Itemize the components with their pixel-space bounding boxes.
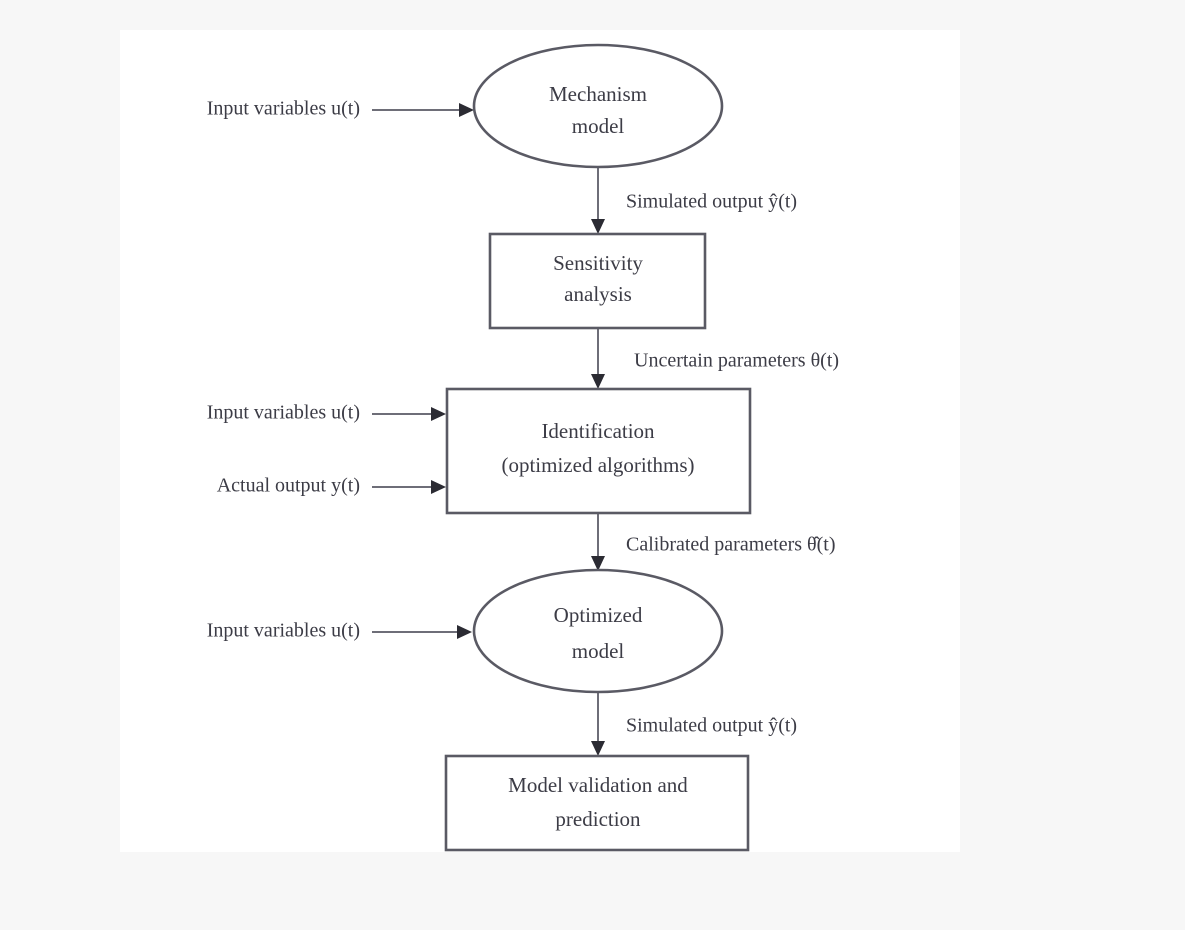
node-model-validation-line1: Model validation and <box>508 773 688 797</box>
node-identification[interactable] <box>445 387 752 515</box>
arrowhead-input-to-identification <box>431 407 446 421</box>
node-optimized-model-line1: Optimized <box>554 603 643 627</box>
edge-label-calibrated-parameters: Calibrated parameters θ̂(t) <box>626 534 835 556</box>
arrowhead-input-to-optimized <box>457 625 472 639</box>
node-mechanism-model-line1: Mechanism <box>549 82 647 106</box>
edge-label-simulated-output-2: Simulated output ŷ(t) <box>626 715 797 737</box>
node-identification-line2: (optimized algorithms) <box>501 453 694 477</box>
node-sensitivity-analysis-line1: Sensitivity <box>553 251 643 275</box>
node-optimized-model-line2: model <box>572 639 625 663</box>
side-label-input-optimized: Input variables u(t) <box>207 620 360 642</box>
side-label-input-identification: Input variables u(t) <box>207 402 360 424</box>
arrowhead-input-to-mechanism <box>459 103 474 117</box>
arrowhead-sensitivity-to-identification <box>591 374 605 389</box>
arrowhead-actual-output-to-identification <box>431 480 446 494</box>
edge-label-uncertain-parameters: Uncertain parameters θ(t) <box>634 350 839 372</box>
node-model-validation[interactable] <box>444 754 750 852</box>
node-sensitivity-analysis-line2: analysis <box>564 282 632 306</box>
edge-label-simulated-output-1: Simulated output ŷ(t) <box>626 191 797 213</box>
node-identification-line1: Identification <box>541 419 655 443</box>
node-sensitivity-analysis[interactable] <box>488 232 707 330</box>
side-label-input-mechanism: Input variables u(t) <box>207 98 360 120</box>
arrowhead-mechanism-to-sensitivity <box>591 219 605 234</box>
node-mechanism-model[interactable] <box>472 43 724 169</box>
node-mechanism-model-line2: model <box>572 114 625 138</box>
side-label-actual-output: Actual output y(t) <box>217 475 360 497</box>
arrowhead-identification-to-optimized <box>591 556 605 571</box>
node-model-validation-line2: prediction <box>555 807 641 831</box>
arrowhead-optimized-to-validation <box>591 741 605 756</box>
node-optimized-model[interactable] <box>472 568 724 694</box>
